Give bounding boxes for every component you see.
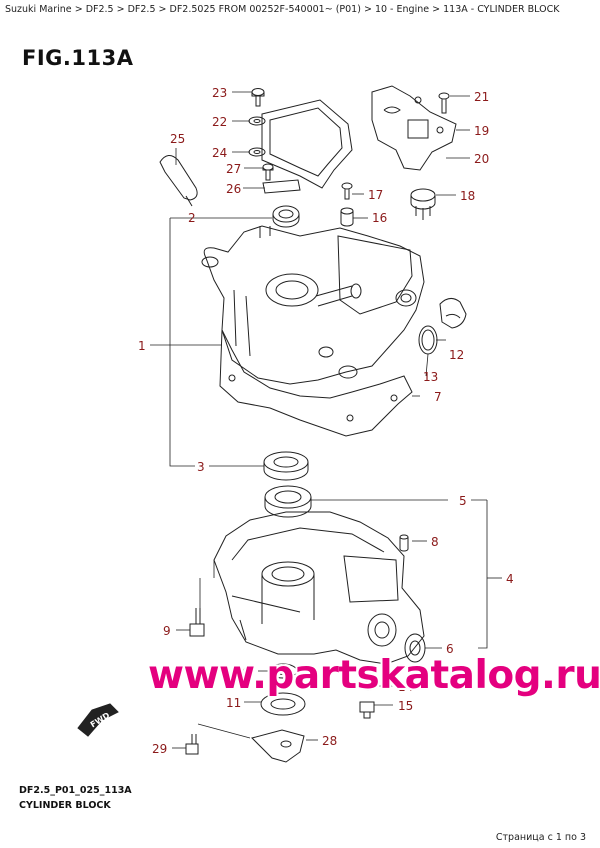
breadcrumb-item-current: 113A - CYLINDER BLOCK [443,4,560,15]
callout-12[interactable]: 12 [449,348,464,362]
leader-lines [150,91,502,749]
callout-24[interactable]: 24 [212,146,227,160]
callout-18[interactable]: 18 [460,189,475,203]
breadcrumb-separator: > [432,4,441,15]
callout-27[interactable]: 27 [226,162,241,176]
washer-24-drawing [248,147,266,157]
breadcrumb-item-serial[interactable]: DF2.5025 FROM 00252F-540001~ (P01) [169,4,361,15]
anode-28-drawing [251,729,305,763]
bolt-17-drawing [341,182,353,200]
breadcrumb-separator: > [74,4,83,15]
bracket-plate-drawing [261,99,353,189]
cylinder-head-drawing [201,225,425,385]
callout-3[interactable]: 3 [197,460,205,474]
breadcrumb-separator: > [158,4,167,15]
callout-6[interactable]: 6 [446,642,454,656]
breadcrumb-item-df25[interactable]: DF2.5 [85,4,114,15]
breadcrumb-item-suzuki-marine[interactable]: Suzuki Marine [5,4,72,15]
callout-21[interactable]: 21 [474,90,489,104]
callout-13[interactable]: 13 [423,370,438,384]
callout-17[interactable]: 17 [368,188,383,202]
callout-14[interactable]: 14 [398,680,413,694]
pager: Страница с 1 по 3 [495,832,586,843]
clip-26-drawing [262,179,301,194]
callout-23[interactable]: 23 [212,86,227,100]
seal-11-drawing [260,692,306,716]
washer-22-drawing [248,116,266,126]
callout-29[interactable]: 29 [152,742,167,756]
callout-15[interactable]: 15 [398,699,413,713]
cap-12-drawing [439,298,467,329]
bolt-9-drawing [189,608,205,637]
breadcrumb: Suzuki Marine > DF2.5 > DF2.5 > DF2.5025… [5,4,559,15]
hose-25-drawing [159,155,198,201]
callout-26[interactable]: 26 [226,182,241,196]
figure-title: FIG.113A [22,46,134,70]
callout-8[interactable]: 8 [431,535,439,549]
breadcrumb-separator: > [363,4,372,15]
callout-11[interactable]: 11 [226,696,241,710]
figure-code: DF2.5_P01_025_113A [19,785,132,796]
pin-8-drawing [399,534,409,552]
thermostat-cover-drawing [371,85,457,171]
callout-2[interactable]: 2 [188,211,196,225]
callout-5[interactable]: 5 [459,494,467,508]
callout-16[interactable]: 16 [372,211,387,225]
breadcrumb-separator: > [116,4,125,15]
callout-4[interactable]: 4 [506,572,514,586]
bearing-5-drawing [264,485,312,518]
bolt-23-drawing [251,88,265,107]
callout-22[interactable]: 22 [212,115,227,129]
callout-9[interactable]: 9 [163,624,171,638]
callout-7[interactable]: 7 [434,390,442,404]
gasket-7-drawing [219,329,413,437]
figure-name: CYLINDER BLOCK [19,800,111,811]
breadcrumb-item-df25-model[interactable]: DF2.5 [127,4,156,15]
sleeve-16-drawing [340,207,354,227]
callout-28[interactable]: 28 [322,734,337,748]
bolt-29-drawing [185,734,199,755]
thermostat-18-drawing [410,188,436,220]
seal-2-drawing [272,205,300,228]
callout-1[interactable]: 1 [138,339,146,353]
callout-20[interactable]: 20 [474,152,489,166]
bolt-27-drawing [262,163,274,181]
fwd-arrow-icon [77,703,119,737]
callout-labels: 23 22 24 27 26 25 2 17 16 21 19 20 18 1 … [138,86,514,756]
watermark: www.partskatalog.ru [148,653,600,698]
crankcase-drawing [213,511,425,665]
callout-10[interactable]: 10 [235,665,250,679]
bearing-3-drawing [263,451,309,481]
breadcrumb-item-engine[interactable]: 10 - Engine [374,4,430,15]
callout-25[interactable]: 25 [170,132,185,146]
bolt-21-drawing [438,92,450,114]
callout-19[interactable]: 19 [474,124,489,138]
bolt-15-drawing [359,701,375,719]
